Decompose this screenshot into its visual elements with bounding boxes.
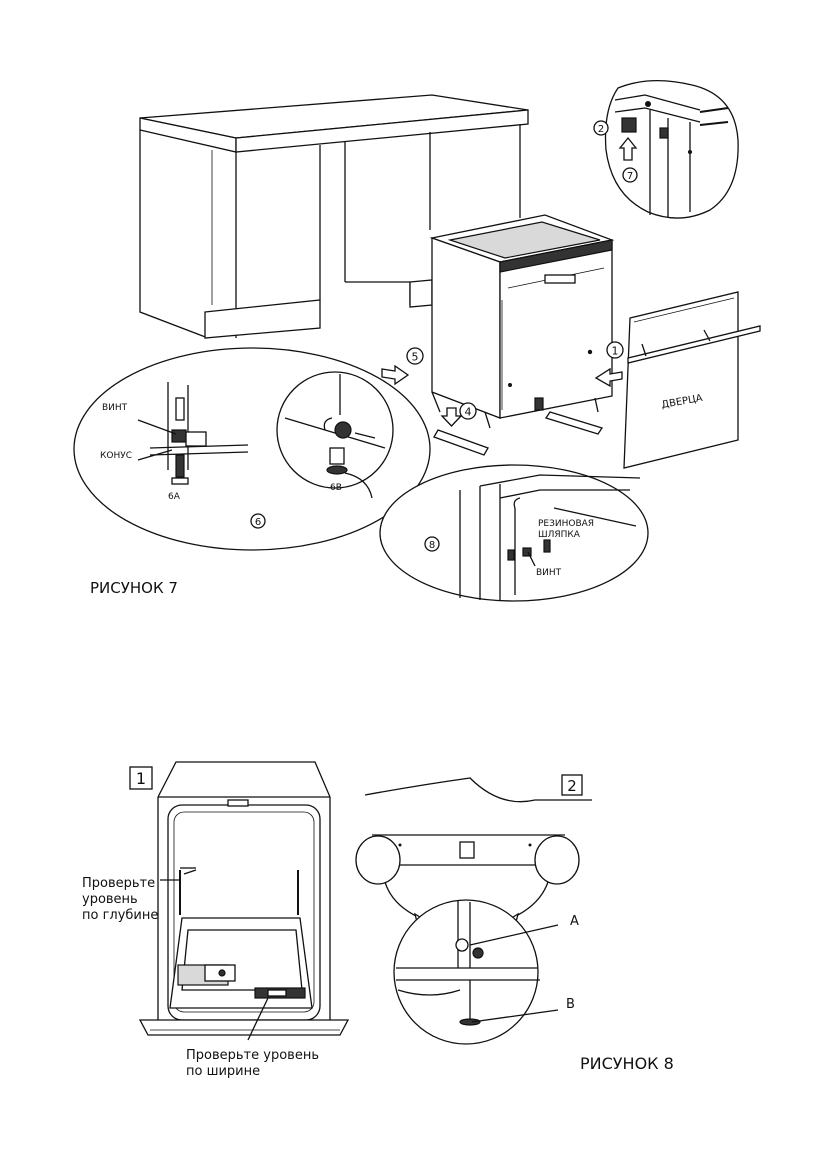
step-8-number: 8 [429,540,435,551]
rubber-cap-label-line2: ШЛЯПКА [538,530,581,540]
depth-check-line3: по глубине [82,908,158,923]
detail-6a-label: 6A [168,492,181,502]
point-b-label: B [566,997,575,1012]
detail-6: ВИНТ КОНУС 6A 6B 6 [74,348,430,550]
arrow-4: 4 [442,403,476,426]
figure-7-caption: РИСУНОК 7 [90,579,178,597]
arrow-5: 5 [382,348,423,384]
detail-6b-label: 6B [330,483,342,493]
screw-label-2: ВИНТ [536,568,562,578]
step-5-number: 5 [412,351,419,364]
rubber-cap-label-line1: РЕЗИНОВАЯ [538,519,594,529]
panel-1-number: 1 [136,769,146,788]
width-check-line2: по ширине [186,1064,260,1079]
depth-check-line2: уровень [82,892,138,907]
step-1-number: 1 [612,345,619,358]
panel-1-dishwasher-front: 1 Проверьте уровень по глуби [82,762,348,1079]
screw-label: ВИНТ [102,403,128,413]
cone-label: КОНУС [100,451,132,461]
figure-8-caption: РИСУНОК 8 [580,1054,674,1073]
point-a-label: A [570,914,579,929]
dishwasher-unit [432,215,612,428]
detail-7: 2 7 [594,81,738,218]
door-panel: ДВЕРЦА [624,292,760,468]
width-check-line1: Проверьте уровень [186,1048,319,1063]
detail-8: РЕЗИНОВАЯ ШЛЯПКА ВИНТ 8 [380,465,648,601]
step-2-number: 2 [598,124,604,135]
figure-7: 4 5 1 ДВЕРЦА [74,81,760,601]
step-6-number: 6 [255,517,261,528]
panel-2-number: 2 [567,777,577,795]
step-7-number: 7 [627,171,633,182]
depth-check-line1: Проверьте [82,876,155,891]
figure-8: 1 Проверьте уровень по глуби [82,762,674,1079]
panel-2-leveling: 2 A [356,775,592,1044]
step-4-number: 4 [465,406,472,419]
